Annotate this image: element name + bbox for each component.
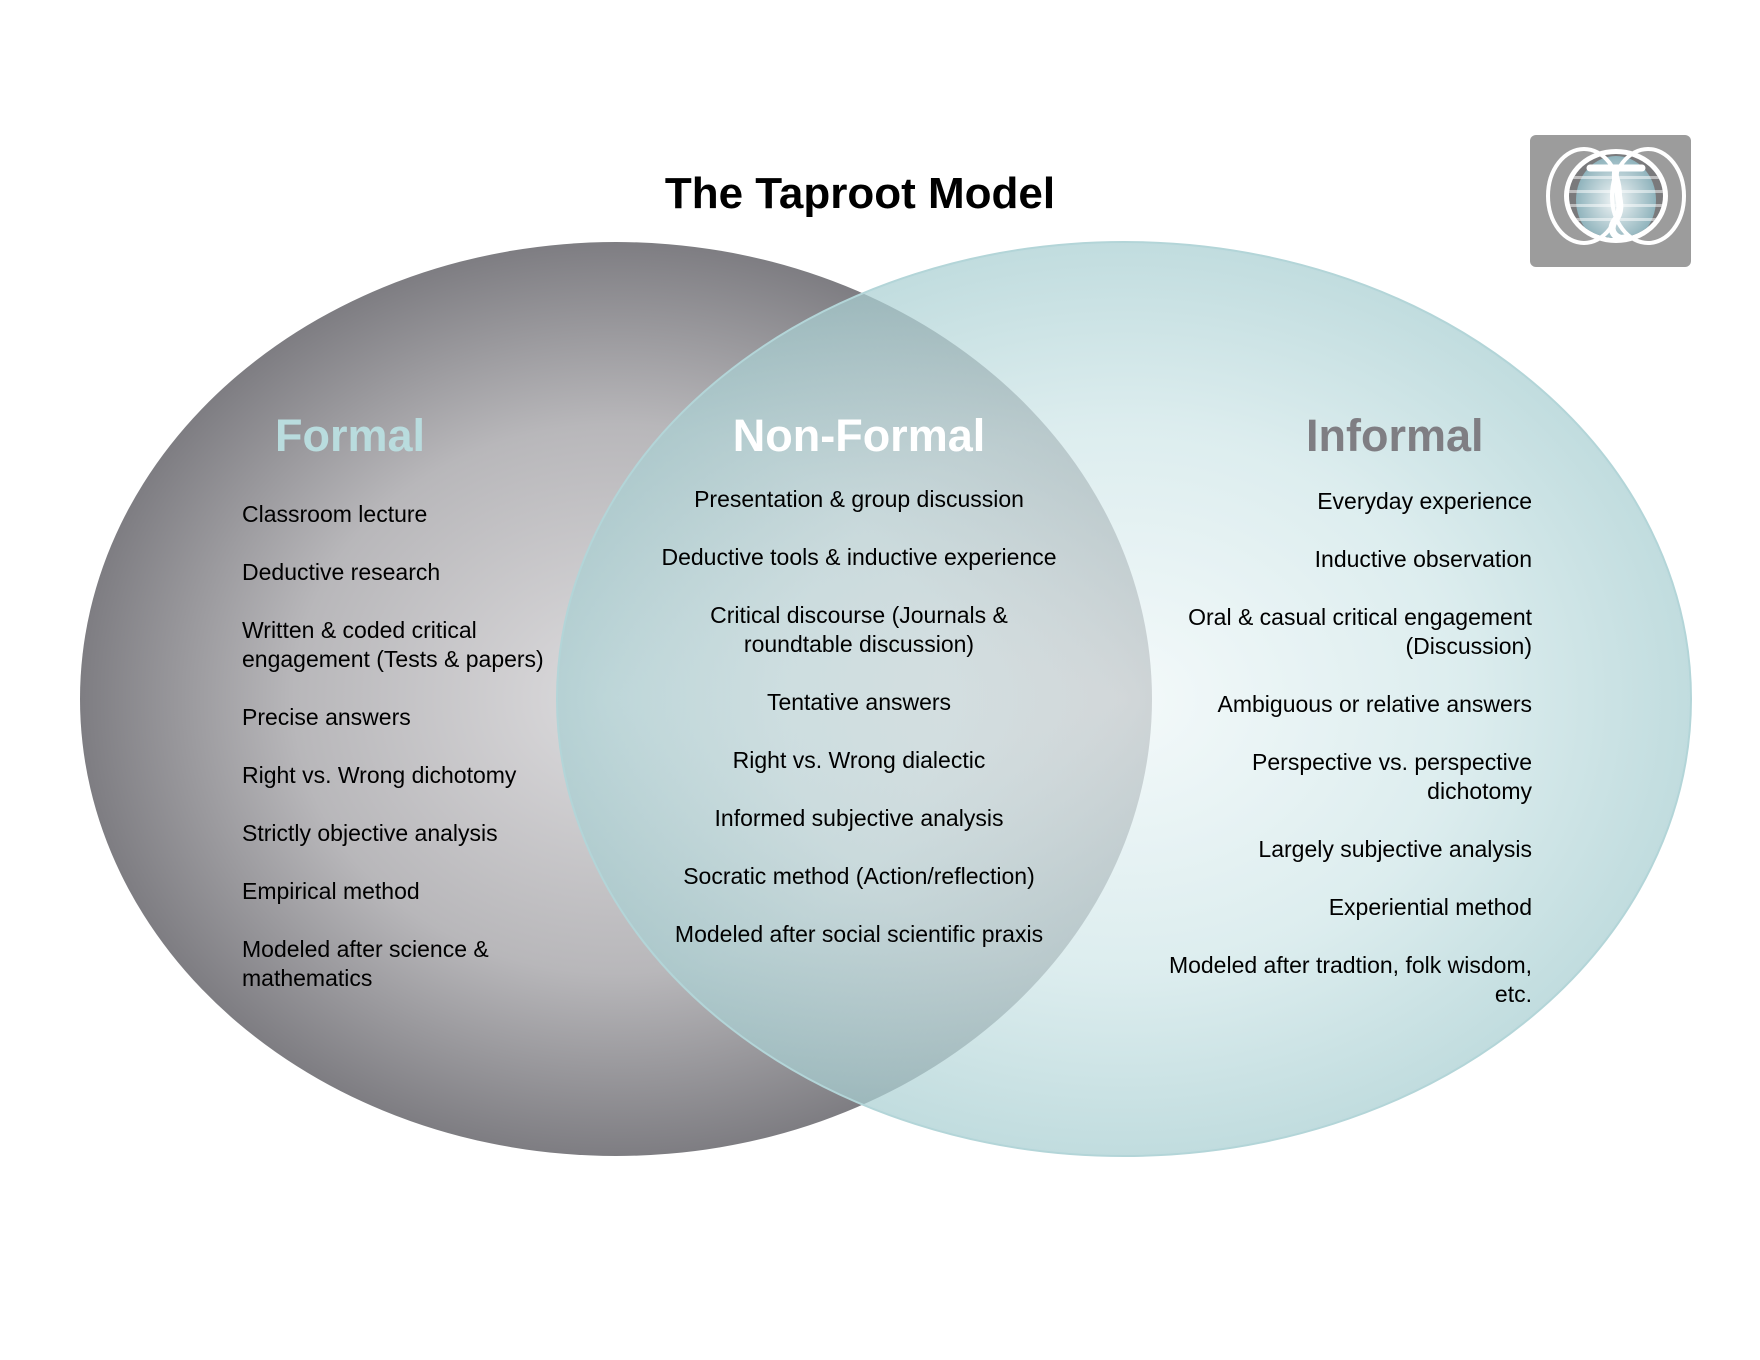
informal-item: Ambiguous or relative answers (1217, 691, 1532, 717)
informal-item: Modeled after tradtion, folk wisdom, etc… (1168, 952, 1532, 1007)
formal-item: Classroom lecture (242, 501, 428, 527)
nonformal-item: Informed subjective analysis (714, 805, 1004, 831)
informal-heading: Informal (1306, 410, 1484, 461)
formal-item: Precise answers (242, 704, 411, 730)
informal-item: Oral & casual critical engagement (Discu… (1188, 604, 1532, 659)
nonformal-item: Right vs. Wrong dialectic (732, 747, 986, 773)
page-title: The Taproot Model (664, 169, 1056, 218)
informal-item: Experiential method (1328, 894, 1532, 920)
nonformal-item: Socratic method (Action/reflection) (683, 863, 1035, 889)
formal-item: Right vs. Wrong dichotomy (242, 762, 517, 788)
informal-item: Largely subjective analysis (1258, 836, 1532, 862)
formal-heading: Formal (275, 410, 426, 461)
nonformal-item: Tentative answers (766, 689, 952, 715)
informal-item: Everyday experience (1317, 488, 1532, 514)
nonformal-item: Deductive tools & inductive experience (661, 544, 1057, 570)
taproot-logo-icon (1530, 135, 1691, 267)
informal-items-list: Everyday experience Inductive observatio… (1152, 487, 1532, 1038)
formal-item: Empirical method (242, 878, 420, 904)
formal-item: Deductive research (242, 559, 441, 585)
formal-item: Modeled after science & mathematics (242, 936, 489, 991)
nonformal-items-list: Presentation & group discussion Deductiv… (659, 485, 1059, 978)
nonformal-item: Presentation & group discussion (694, 486, 1024, 512)
formal-item: Strictly objective analysis (242, 820, 498, 846)
formal-item: Written & coded critical engagement (Tes… (242, 617, 544, 672)
informal-circle (556, 241, 1692, 1157)
nonformal-heading: Non-Formal (732, 410, 986, 461)
nonformal-item: Modeled after social scientific praxis (674, 921, 1044, 947)
formal-items-list: Classroom lecture Deductive research Wri… (242, 500, 572, 1022)
nonformal-item: Critical discourse (Journals & roundtabl… (710, 602, 1008, 657)
informal-item: Perspective vs. perspective dichotomy (1252, 749, 1532, 804)
informal-item: Inductive observation (1314, 546, 1532, 572)
